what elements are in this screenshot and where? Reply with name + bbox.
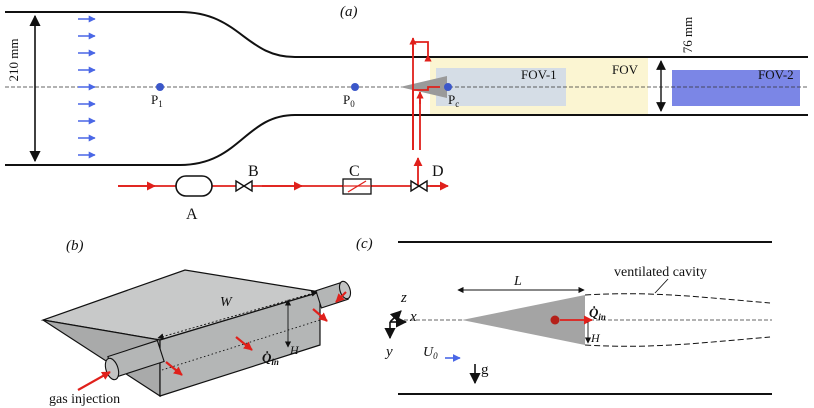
probe-p0-label: P0 — [343, 92, 355, 109]
axis-y-label: y — [384, 344, 393, 360]
width-dimension-label: W — [220, 295, 233, 310]
component-d-valve — [410, 179, 428, 193]
wedge-section — [462, 295, 585, 345]
height-dimension-label-c: H — [590, 331, 601, 345]
panel-b: (b) W H Q̇in gas injection — [40, 238, 352, 407]
probe-p1-label: P1 — [151, 92, 163, 109]
panel-b-label: (b) — [66, 238, 84, 254]
inlet-flow-arrows — [78, 15, 96, 159]
probe-p0-marker — [351, 83, 359, 91]
fov2-region — [672, 70, 800, 106]
component-b-label: B — [248, 163, 259, 180]
probe-pc-marker — [444, 83, 452, 91]
component-a-label: A — [186, 206, 198, 223]
flow-rate-label-b: Q̇in — [262, 350, 279, 367]
axis-x-label: x — [409, 309, 417, 325]
panel-a: 210 mm (a) P1 P0 Pc FOV FOV-1 FOV-2 — [5, 4, 808, 223]
probe-p1-marker — [156, 83, 164, 91]
wedge-cavitator — [400, 76, 447, 98]
injection-point — [550, 315, 560, 325]
panel-c: (c) L ventilated cavity H Q̇in z x y U0 — [356, 236, 772, 395]
height-dimension-label-b: H — [289, 343, 300, 357]
cavity-upper-boundary — [584, 293, 771, 304]
fov-label: FOV — [612, 62, 639, 77]
fov2-label: FOV-2 — [758, 67, 794, 82]
gravity-label: g — [481, 362, 489, 378]
gas-injection-label: gas injection — [49, 392, 120, 407]
panel-a-label: (a) — [340, 4, 358, 20]
cavity-lower-boundary — [584, 336, 771, 347]
flow-rate-label-c: Q̇in — [589, 305, 606, 322]
injection-arrows — [77, 291, 347, 391]
tunnel-top-wall — [5, 11, 808, 58]
component-a-reservoir — [175, 175, 213, 197]
gas-feed-loop — [409, 37, 440, 150]
cavity-leader-line — [654, 278, 669, 294]
axis-z-label: z — [400, 290, 407, 306]
fov1-label: FOV-1 — [521, 67, 557, 82]
component-d-label: D — [432, 163, 444, 180]
component-b-valve — [235, 179, 253, 193]
tunnel-bottom-wall — [5, 114, 808, 166]
probe-pc-label: Pc — [448, 92, 459, 109]
velocity-label: U0 — [423, 345, 438, 361]
outlet-dimension-label: 76 mm — [680, 17, 695, 53]
cavity-label: ventilated cavity — [614, 265, 707, 280]
component-c-label: C — [349, 163, 360, 180]
length-dimension-label: L — [513, 274, 522, 289]
height-dimension-label: 210 mm — [6, 39, 21, 82]
coordinate-axes — [384, 310, 408, 340]
panel-c-label: (c) — [356, 236, 373, 252]
